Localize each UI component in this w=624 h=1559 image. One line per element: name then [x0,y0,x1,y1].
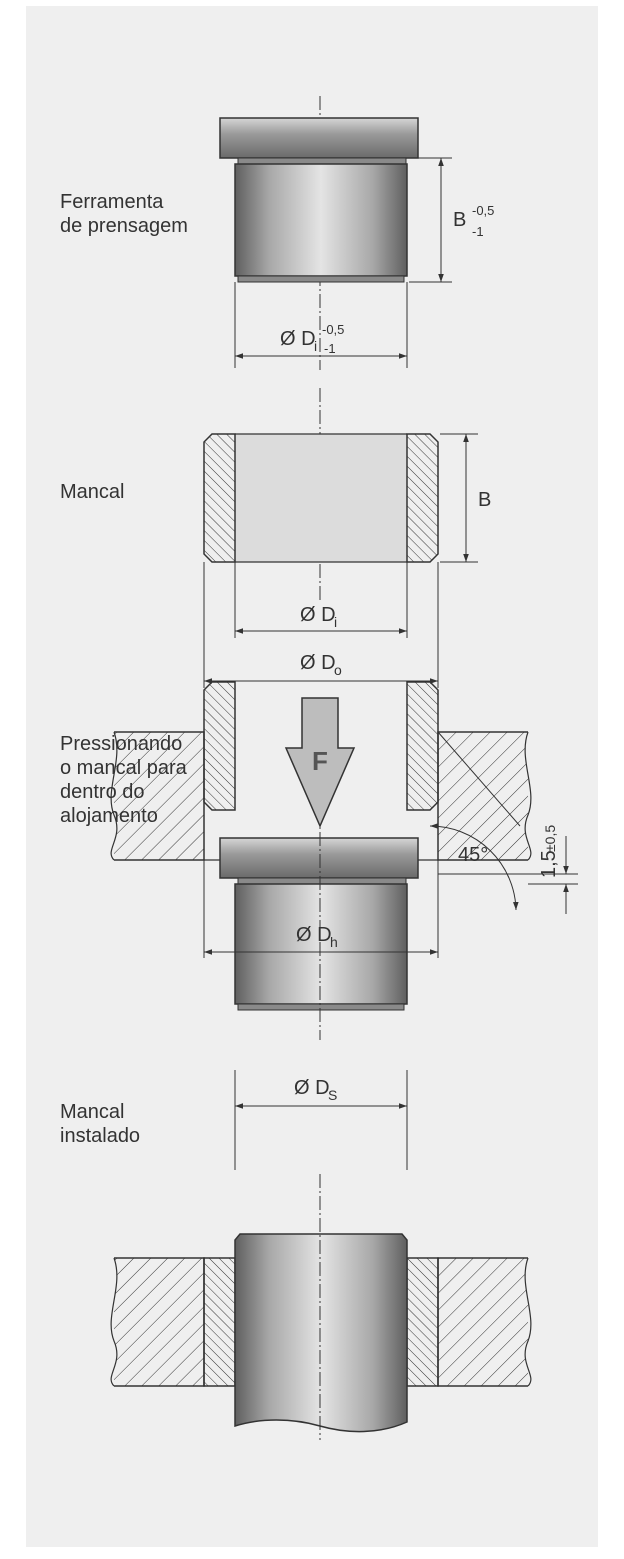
chamfer-depth-tol: ±0,5 [542,825,558,852]
bearing-wall-left [203,681,236,811]
tool-width-symbol: B [453,209,466,231]
pressing-label-line2: o mancal para [60,757,187,779]
tool-diameter-prefix: Ø D [280,328,316,350]
bearing-wall-left [203,1257,236,1387]
press-tool-neck [237,157,407,165]
press-tool-head [219,837,419,879]
chamfer-angle-label: 45° [458,844,488,866]
outer-diameter-prefix: Ø D [300,652,336,674]
tool-width-tol-upper: -0,5 [472,203,494,218]
housing-right-section [438,732,528,860]
force-arrow-icon [284,697,356,828]
break-line-right [524,1257,532,1387]
press-tool-drawing: B -0,5 -1 Ø D i -0,5 -1 [219,96,494,370]
break-line-right [524,731,532,861]
bearing-drawing: B Ø D i Ø D o [203,388,491,688]
break-line-left [110,731,118,861]
bearing-wall-right [406,681,439,811]
housing-left-section [114,1258,204,1386]
tool-diameter-sub: i [314,338,317,354]
pressing-label-line4: alojamento [60,805,158,827]
installed-label: Mancal instalado [60,1100,140,1148]
angle-arc [429,823,519,911]
bearing-label: Mancal [60,480,124,504]
housing-diameter-sub: h [330,934,338,950]
press-tool-tip [237,275,405,283]
bearing-label-text: Mancal [60,481,125,503]
force-label: F [312,746,328,776]
tool-diameter-tol-upper: -0,5 [322,322,344,337]
press-tool-tip [237,1003,405,1011]
press-tool-neck [237,877,407,885]
pressing-label-line1: Pressionando [60,733,183,755]
press-tool-label: Ferramenta de prensagem [60,190,188,238]
press-tool-body [234,883,408,1005]
break-line-left [110,1257,118,1387]
tool-diameter-tol-lower: -1 [324,341,336,356]
press-tool-body [234,163,408,277]
bearing-wall-right [406,1257,439,1387]
bearing-width-label: B [478,489,491,511]
housing-left-section [114,732,204,860]
pressing-label: Pressionando o mancal para dentro do alo… [60,732,187,828]
shaft [234,1233,408,1433]
chamfer-depth-value: 1,5 [538,850,560,878]
housing-diameter-prefix: Ø D [296,924,332,946]
tool-width-tol-lower: -1 [472,224,484,239]
housing-right-section [438,1258,528,1386]
press-tool-head [219,117,419,159]
bearing-bore [235,434,407,562]
inner-diameter-prefix: Ø D [300,604,336,626]
outer-diameter-sub: o [334,662,342,678]
press-tool-label-line1: Ferramenta [60,191,164,213]
press-tool-label-line2: de prensagem [60,215,188,237]
pressing-drawing: F 45° 1,5 ±0,5 Ø D h [110,681,578,1040]
bearing-wall-right [406,433,439,563]
pressing-label-line3: dentro do [60,781,145,803]
installed-label-line1: Mancal [60,1101,125,1123]
shaft-diameter-prefix: Ø D [294,1077,330,1099]
installed-label-line2: instalado [60,1125,141,1147]
inner-diameter-sub: i [334,614,337,630]
shaft-diameter-sub: S [328,1087,337,1103]
bearing-wall-left [203,433,236,563]
chamfer-line [437,731,521,827]
installed-drawing: Ø D S [110,1070,532,1440]
